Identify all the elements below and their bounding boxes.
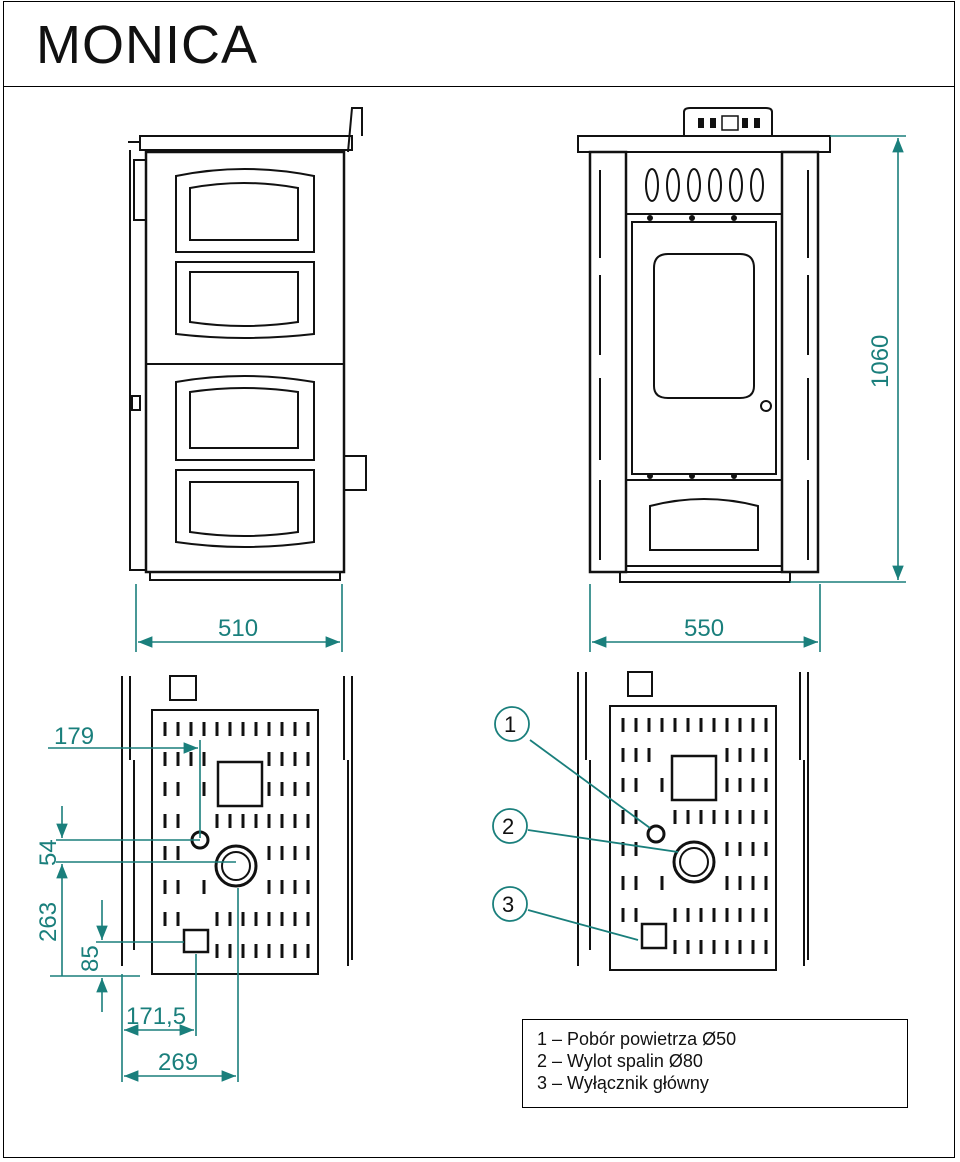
front-base — [619, 571, 791, 583]
title-box: MONICA — [3, 1, 955, 87]
rear2-air-intake — [646, 824, 666, 844]
legend-item-3: 3 – Wyłącznik główny — [537, 1073, 709, 1093]
legend-item-1: 1 – Pobór powietrza Ø50 — [537, 1029, 737, 1049]
rear-access-cover — [216, 760, 264, 808]
vent-grille — [625, 151, 783, 215]
callout-3-label: 3 — [502, 892, 514, 917]
rear2-panel — [609, 705, 777, 971]
dim-54: 54 — [35, 839, 62, 866]
dim-179: 179 — [54, 723, 94, 750]
front-top-plate — [577, 135, 831, 153]
ash-drawer — [625, 479, 783, 567]
callout-2 — [492, 808, 528, 844]
side-back-vent — [133, 159, 147, 221]
front-view — [577, 107, 831, 583]
rear2-grille-slots — [621, 718, 768, 954]
control-panel — [683, 107, 773, 136]
side-exhaust-stub — [343, 455, 367, 491]
legend-item-2: 2 – Wylot spalin Ø80 — [537, 1051, 703, 1071]
dim-front-width: 550 — [684, 615, 724, 642]
rear2-right-side-rails — [799, 672, 809, 966]
dim-263: 263 — [35, 902, 62, 942]
rear-left-side-rails — [121, 676, 135, 966]
side-hinge — [131, 395, 141, 411]
callout-circles — [492, 706, 530, 922]
side-panels — [175, 168, 315, 548]
side-top-plate — [139, 135, 353, 151]
callout-leaders — [527, 739, 679, 941]
control-panel-buttons — [698, 115, 760, 131]
callout-1-label: 1 — [504, 712, 516, 737]
callout-3 — [492, 886, 528, 922]
callout-1 — [494, 706, 530, 742]
door-handle — [760, 400, 772, 412]
rear-view-left — [121, 675, 353, 975]
rear2-main-switch — [640, 922, 668, 950]
side-view — [128, 107, 367, 581]
rear2-top-hook — [627, 671, 653, 697]
rear2-left-side-rails — [577, 672, 591, 966]
rear-flue-outlet — [214, 844, 258, 888]
callout-2-label: 2 — [502, 814, 514, 839]
dim-85: 85 — [77, 945, 104, 972]
front-door — [631, 221, 777, 475]
dim-269: 269 — [158, 1049, 198, 1076]
rear-grille-slots — [163, 722, 310, 958]
dimension-lines — [48, 135, 906, 1082]
page-title: MONICA — [36, 15, 258, 75]
side-lid-handle — [347, 107, 363, 153]
door-window — [653, 253, 755, 399]
front-right-column — [780, 150, 820, 574]
rear-main-switch — [182, 928, 210, 954]
rear2-access-cover — [670, 754, 718, 802]
rear-panel — [151, 709, 319, 975]
vent-slots — [645, 168, 764, 202]
rear-view-right — [577, 671, 809, 971]
side-back-edge — [128, 141, 146, 571]
dim-height: 1060 — [867, 335, 894, 388]
ash-drawer-panel — [649, 498, 759, 551]
dim-171-5: 171,5 — [126, 1003, 186, 1030]
rear2-flue-outlet — [672, 840, 716, 884]
side-base — [149, 571, 341, 581]
dim-side-width: 510 — [218, 615, 258, 642]
front-left-column — [588, 150, 628, 574]
rear-top-hook — [169, 675, 197, 701]
door-bolts — [647, 215, 737, 479]
rear-right-side-rails — [343, 676, 353, 966]
legend-box: 1 – Pobór powietrza Ø50 2 – Wylot spalin… — [522, 1019, 908, 1108]
drawing-frame — [3, 86, 955, 1158]
